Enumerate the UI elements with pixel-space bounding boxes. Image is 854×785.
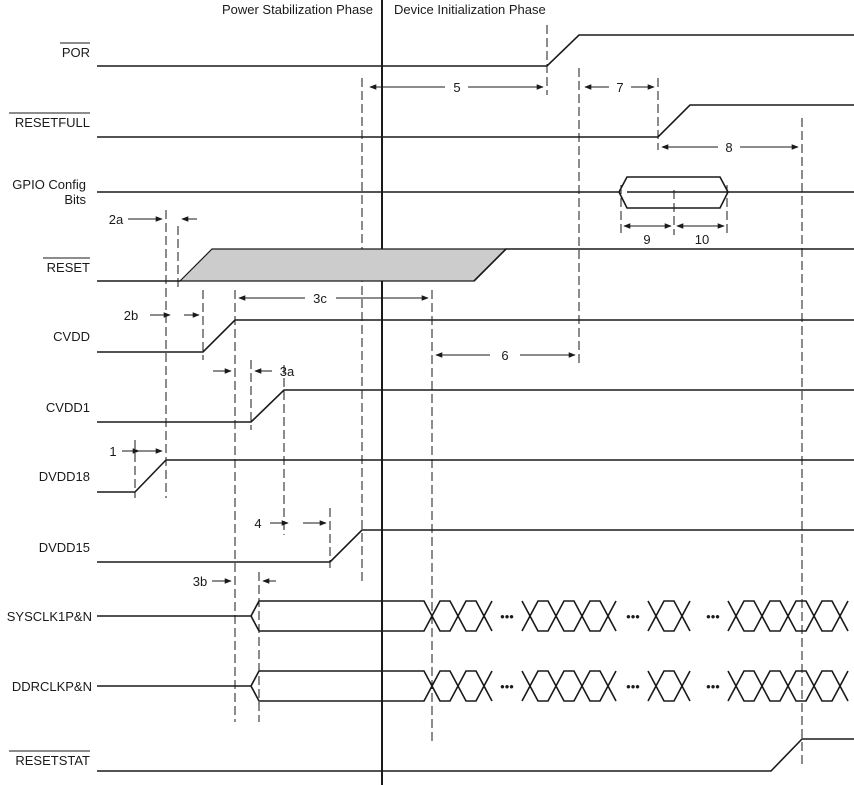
ddrclk-ellipsis-3: •••	[706, 679, 720, 694]
timing-label-10: 10	[695, 232, 709, 247]
timing-label-3a: 3a	[280, 364, 295, 379]
signal-label-resetstat: RESETSTAT	[15, 753, 90, 768]
waveform-resetstat	[97, 738, 854, 772]
timing-9: 9	[623, 223, 672, 247]
signal-label-cvdd1: CVDD1	[46, 400, 90, 415]
timing-label-8: 8	[725, 140, 732, 155]
timing-label-3b: 3b	[193, 574, 207, 589]
phase-label-device-initialization: Device Initialization Phase	[394, 2, 546, 17]
timing-label-2a: 2a	[109, 212, 124, 227]
signal-label-sysclk: SYSCLK1P&N	[7, 609, 92, 624]
timing-2b: 2b	[124, 308, 200, 323]
timing-label-7: 7	[616, 80, 623, 95]
timing-3c: 3c	[238, 291, 429, 306]
timing-label-5: 5	[453, 80, 460, 95]
timing-label-4: 4	[254, 516, 261, 531]
sysclk-trace	[97, 600, 849, 632]
signal-label-gpio-line1: GPIO Config	[12, 177, 86, 192]
timing-label-1: 1	[109, 444, 116, 459]
sysclk-ellipsis-2: •••	[626, 609, 640, 624]
signal-label-cvdd: CVDD	[53, 329, 90, 344]
waveform-gpio-config-bits	[97, 176, 854, 209]
timing-8: 8	[661, 140, 799, 155]
sysclk-ellipsis-3: •••	[706, 609, 720, 624]
waveform-cvdd	[97, 319, 854, 353]
timing-2a: 2a	[109, 212, 197, 227]
timing-label-9: 9	[643, 232, 650, 247]
timing-5: 5	[369, 80, 544, 95]
timing-1: 1	[109, 444, 163, 459]
sysclk-ellipsis-1: •••	[500, 609, 514, 624]
ddrclk-ellipsis-1: •••	[500, 679, 514, 694]
waveform-dvdd15	[97, 529, 854, 563]
waveform-reset	[97, 248, 854, 282]
signal-label-resetfull: RESETFULL	[15, 115, 90, 130]
phase-label-power-stabilization: Power Stabilization Phase	[222, 2, 373, 17]
signal-label-ddrclk: DDRCLKP&N	[12, 679, 92, 694]
timing-label-6: 6	[501, 348, 508, 363]
timing-3a: 3a	[213, 364, 295, 379]
timing-4: 4	[254, 516, 327, 531]
signal-label-dvdd18: DVDD18	[39, 469, 90, 484]
signal-label-gpio-line2: Bits	[64, 192, 86, 207]
waveform-dvdd18	[97, 459, 854, 493]
signal-label-reset: RESET	[47, 260, 90, 275]
reference-lines	[134, 25, 803, 765]
signal-label-dvdd15: DVDD15	[39, 540, 90, 555]
waveform-cvdd1	[97, 389, 854, 423]
timing-label-2b: 2b	[124, 308, 138, 323]
reset-undefined-region	[178, 248, 508, 282]
timing-7: 7	[584, 80, 655, 95]
waveform-ddrclk	[97, 670, 849, 702]
ddrclk-trace	[97, 670, 849, 702]
timing-10: 10	[676, 223, 725, 247]
timing-3b: 3b	[193, 574, 276, 589]
ddrclk-ellipsis-2: •••	[626, 679, 640, 694]
waveform-resetfull	[97, 104, 854, 138]
waveform-por	[97, 34, 854, 67]
timing-label-3c: 3c	[313, 291, 327, 306]
signal-label-por: POR	[62, 45, 90, 60]
waveform-sysclk	[97, 600, 849, 632]
timing-6: 6	[435, 348, 576, 363]
